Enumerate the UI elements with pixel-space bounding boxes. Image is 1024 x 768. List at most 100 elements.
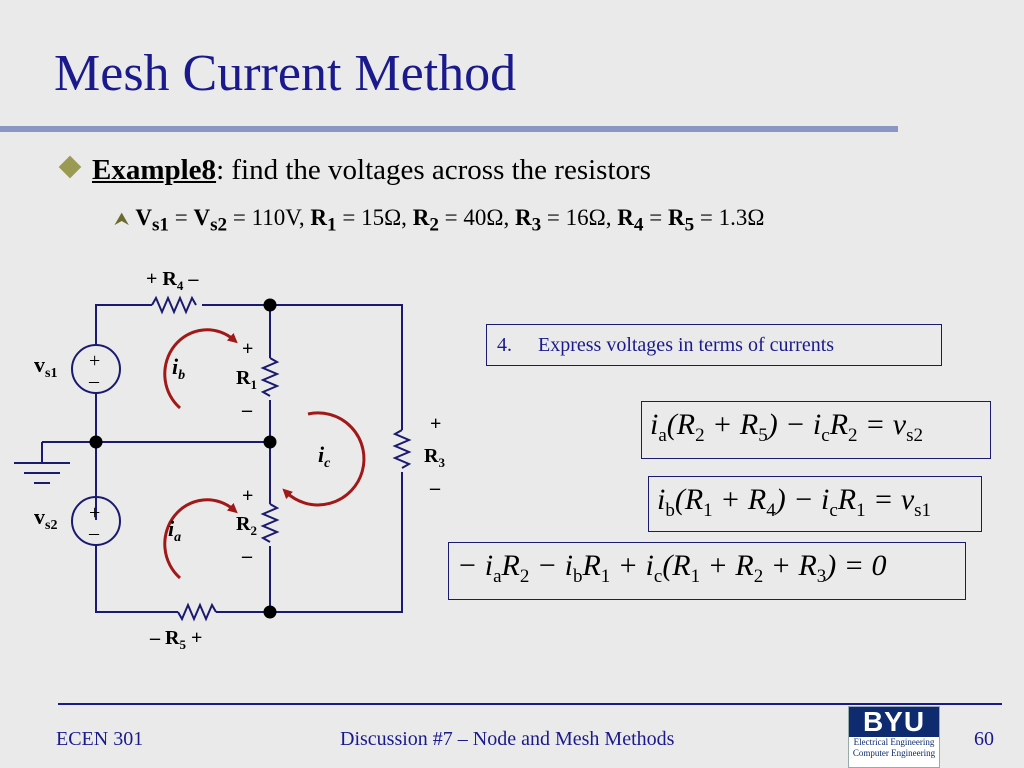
eq-term: i — [657, 483, 666, 516]
r2-plus: + — [242, 485, 253, 507]
r2-symbol: R — [412, 205, 430, 230]
eq-sub: 1 — [703, 500, 713, 521]
resistor-r2 — [260, 503, 280, 543]
ib-label: ib — [172, 354, 185, 383]
resistor-r5 — [177, 602, 217, 622]
eq-term: i — [650, 408, 659, 441]
vs1-sub: s1 — [151, 214, 169, 236]
r3-value: = 16Ω, — [541, 205, 618, 230]
eq-term: ) = 0 — [826, 549, 887, 582]
eq-sub: 2 — [848, 425, 858, 446]
eq-sub: 1 — [600, 566, 611, 587]
eq-sub: c — [821, 425, 830, 446]
r2-minus: – — [241, 545, 253, 567]
bullet-values: ⮝Vs1 = Vs2 = 110V, R1 = 15Ω, R2 = 40Ω, R… — [114, 205, 764, 237]
eq-sub: 2 — [695, 425, 705, 446]
vs2-symbol: V — [193, 205, 211, 230]
eq-sub: a — [493, 566, 502, 587]
mesh-arrows — [163, 328, 366, 580]
equation-mesh-c: − iaR2 − ibR1 + ic(R1 + R2 + R3) = 0 — [448, 542, 966, 600]
eq-term: (R — [666, 408, 696, 441]
node-dot — [263, 298, 277, 312]
eq-term: = v — [857, 408, 907, 441]
ia-label: ia — [168, 516, 181, 545]
eq-term: = v — [865, 483, 915, 516]
eq-sub: s2 — [906, 425, 923, 446]
vs1-minus: – — [88, 370, 100, 392]
footer-course: ECEN 301 — [56, 728, 144, 750]
vs2-sub: s2 — [210, 214, 228, 236]
resistor-r1 — [260, 357, 280, 397]
eq-sub: a — [658, 425, 667, 446]
vs2-plus: + — [89, 502, 100, 524]
eq-sub: c — [829, 500, 838, 521]
example-label: Example8 — [92, 154, 217, 186]
r3-symbol: R — [514, 205, 532, 230]
r3-label: R3 — [424, 445, 445, 470]
r2-sub: 2 — [429, 214, 439, 236]
r1-label: R1 — [236, 367, 257, 392]
eq-sub: 1 — [690, 566, 701, 587]
vs1-plus: + — [89, 350, 100, 372]
r1-plus: + — [242, 338, 253, 360]
eq-term: + R — [704, 408, 759, 441]
r2-label: R2 — [236, 513, 257, 538]
chevron-bullet-icon: ⮝ — [114, 209, 130, 230]
vs1-label: vs1 — [34, 352, 57, 381]
eq-term: − i — [457, 549, 494, 582]
eq-term: + R — [700, 549, 754, 582]
eq-term: R — [582, 549, 601, 582]
mesh-c-arrow-icon — [282, 411, 366, 507]
title-divider — [0, 126, 898, 132]
page-number: 60 — [974, 728, 994, 750]
footer-title: Discussion #7 – Node and Mesh Methods — [340, 728, 675, 750]
r4-label: + R4 – — [146, 268, 199, 293]
equation-mesh-b: ib(R1 + R4) − icR1 = vs1 — [648, 476, 982, 532]
node-dot — [263, 605, 277, 619]
eq-term: R — [501, 549, 520, 582]
bullet-example: Example8: find the voltages across the r… — [58, 154, 651, 187]
vs2-label: vs2 — [34, 504, 57, 533]
mesh-a-arrow-icon — [163, 498, 238, 580]
logo-line2: Computer Engineering — [852, 748, 936, 758]
r1-sub: 1 — [327, 214, 337, 236]
logo-line1: Electrical Engineering — [853, 737, 935, 747]
r4-sub: 4 — [633, 214, 644, 236]
eq-sub: b — [572, 566, 583, 587]
logo-wordmark: BYU — [849, 707, 939, 737]
eq-sub: 5 — [758, 425, 768, 446]
eq-sub: 2 — [519, 566, 530, 587]
voltage-source-vs2 — [71, 496, 121, 546]
eq-term: ) − i — [767, 408, 822, 441]
r1-symbol: R — [310, 205, 328, 230]
ground-icon — [14, 462, 70, 484]
eq-term: R — [829, 408, 849, 441]
eq-term: R — [837, 483, 857, 516]
eq-sub: 2 — [753, 566, 764, 587]
r3-sub: 3 — [531, 214, 542, 236]
eq-term: + i — [610, 549, 654, 582]
eq-term: − i — [529, 549, 573, 582]
eq-term: + R — [763, 549, 817, 582]
r5-symbol: R — [667, 205, 685, 230]
eq-sub: b — [665, 500, 675, 521]
eq-sub: 4 — [766, 500, 776, 521]
step-box: 4. Express voltages in terms of currents — [486, 324, 942, 366]
r5-label: – R5 + — [149, 627, 202, 652]
vs-value: = 110V, — [227, 205, 311, 230]
r3-plus: + — [430, 413, 441, 435]
r2-value: = 40Ω, — [438, 205, 515, 230]
step-number: 4. — [497, 334, 512, 356]
eq-term: ) − i — [775, 483, 830, 516]
vs1-symbol: V — [135, 205, 152, 230]
r45-value: = 1.3Ω — [694, 205, 765, 230]
r3-minus: – — [429, 477, 441, 499]
eq-sub: s1 — [914, 500, 932, 521]
equals: = — [643, 205, 668, 230]
slide-title: Mesh Current Method — [54, 45, 517, 102]
footer-divider — [58, 703, 1002, 705]
eq-term: (R — [674, 483, 704, 516]
equals: = — [168, 205, 194, 230]
step-text: Express voltages in terms of currents — [538, 334, 835, 356]
